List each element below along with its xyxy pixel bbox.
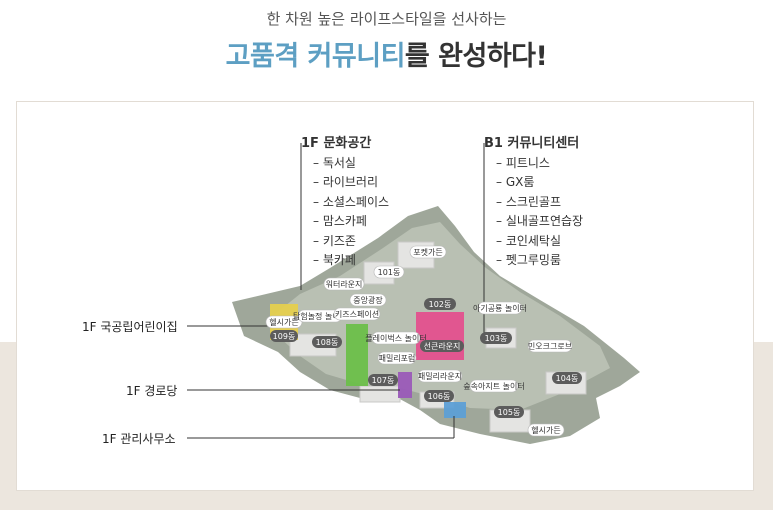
building-block [359,385,401,403]
svg-text:107동: 107동 [372,376,395,385]
map-label: 숲속아지트 놀이터 [463,379,525,393]
page-title: 고품격 커뮤니티를 완성하다! [0,34,773,73]
svg-text:워터라운지: 워터라운지 [326,280,363,289]
svg-text:숲속아지트 놀이터: 숲속아지트 놀이터 [463,381,524,391]
map-label: 선큰라운지 [420,340,464,352]
map-label: 105동 [494,406,524,418]
map-label: 109동 [270,330,298,342]
page-subtitle: 한 차원 높은 라이프스타일을 선사하는 [266,10,507,28]
list-item: – 독서실 [313,155,356,170]
map-label: 108동 [312,336,342,348]
list-item: – 키즈존 [313,233,356,248]
map-label: 워터라운지 [323,277,365,291]
map-label: 키즈스페이션 [333,307,381,321]
svg-text:102동: 102동 [429,300,452,309]
community-center-heading: B1 커뮤니티센터 [484,136,580,151]
map-label: 플레이벅스 놀이터 [365,331,427,345]
map-label: 101동 [373,265,405,279]
map-label: 민오크그로브 [527,339,573,353]
map-label: 아기공룡 놀이터 [473,301,527,315]
map-label: 포켓가든 [409,245,447,259]
list-item: – 펫그루밍룸 [496,253,562,267]
svg-text:키즈스페이션: 키즈스페이션 [335,309,379,319]
title-rest: 를 완성하다! [404,41,548,72]
svg-text:패밀리포럼: 패밀리포럼 [379,353,416,363]
list-item: – 라이브러리 [313,175,379,189]
svg-text:선큰라운지: 선큰라운지 [424,342,461,351]
map-label: 104동 [552,372,582,384]
map-label: 헬시가든 [527,423,565,437]
svg-text:플레이벅스 놀이터: 플레이벅스 놀이터 [365,333,426,343]
map-label: 103동 [480,332,512,344]
svg-text:101동: 101동 [378,268,401,277]
office-callout: 1F 관리사무소 [102,432,176,446]
svg-text:104동: 104동 [556,374,579,383]
svg-text:탐험놀정 놀이터: 탐험놀정 놀이터 [293,311,347,321]
culture-space-heading: 1F 문화공간 [301,136,372,151]
list-item: – 스크린골프 [496,194,562,209]
map-label: 패밀리포럼 [377,351,417,365]
list-item: – 코인세탁실 [496,233,562,248]
svg-text:103동: 103동 [485,334,508,343]
list-item: – 피트니스 [496,155,550,170]
map-label: 중앙광장 [349,293,387,307]
map-label: 102동 [424,298,456,310]
svg-text:민오크그로브: 민오크그로브 [528,341,572,351]
map-label: 106동 [424,390,454,402]
daycare-callout: 1F 국공립어린이집 [82,320,178,334]
svg-text:아기공룡 놀이터: 아기공룡 놀이터 [473,303,527,313]
map-label: 패밀리라운지 [417,369,463,383]
culture-space-area [346,324,368,386]
title-highlight: 고품격 커뮤니티 [225,41,406,72]
community-center-list: B1 커뮤니티센터 – 피트니스 – GX룸 – 스크린골프 – 실내골프연습장… [484,134,583,271]
svg-text:포켓가든: 포켓가든 [413,247,442,257]
svg-text:108동: 108동 [316,338,339,347]
list-item: – 소셜스페이스 [313,194,390,209]
svg-text:중앙광장: 중앙광장 [353,295,383,305]
list-item: – 실내골프연습장 [496,214,584,228]
map-label: 107동 [368,374,398,386]
svg-text:헬시가든: 헬시가든 [531,425,560,435]
management-office-area [444,402,466,418]
seniors-callout: 1F 경로당 [126,384,178,398]
list-item: – 맘스카페 [313,214,367,228]
senior-center-area [398,372,412,398]
culture-space-list: 1F 문화공간 – 독서실 – 라이브러리 – 소셜스페이스 – 맘스카페 – … [301,134,389,271]
svg-text:109동: 109동 [273,332,296,341]
map-label: 헬시가든 [265,315,303,329]
list-item: – GX룸 [496,175,535,189]
svg-text:패밀리라운지: 패밀리라운지 [418,371,462,381]
svg-text:105동: 105동 [498,408,521,417]
list-item: – 북카페 [313,253,356,267]
svg-text:헬시가든: 헬시가든 [269,317,298,327]
svg-text:106동: 106동 [428,392,451,401]
